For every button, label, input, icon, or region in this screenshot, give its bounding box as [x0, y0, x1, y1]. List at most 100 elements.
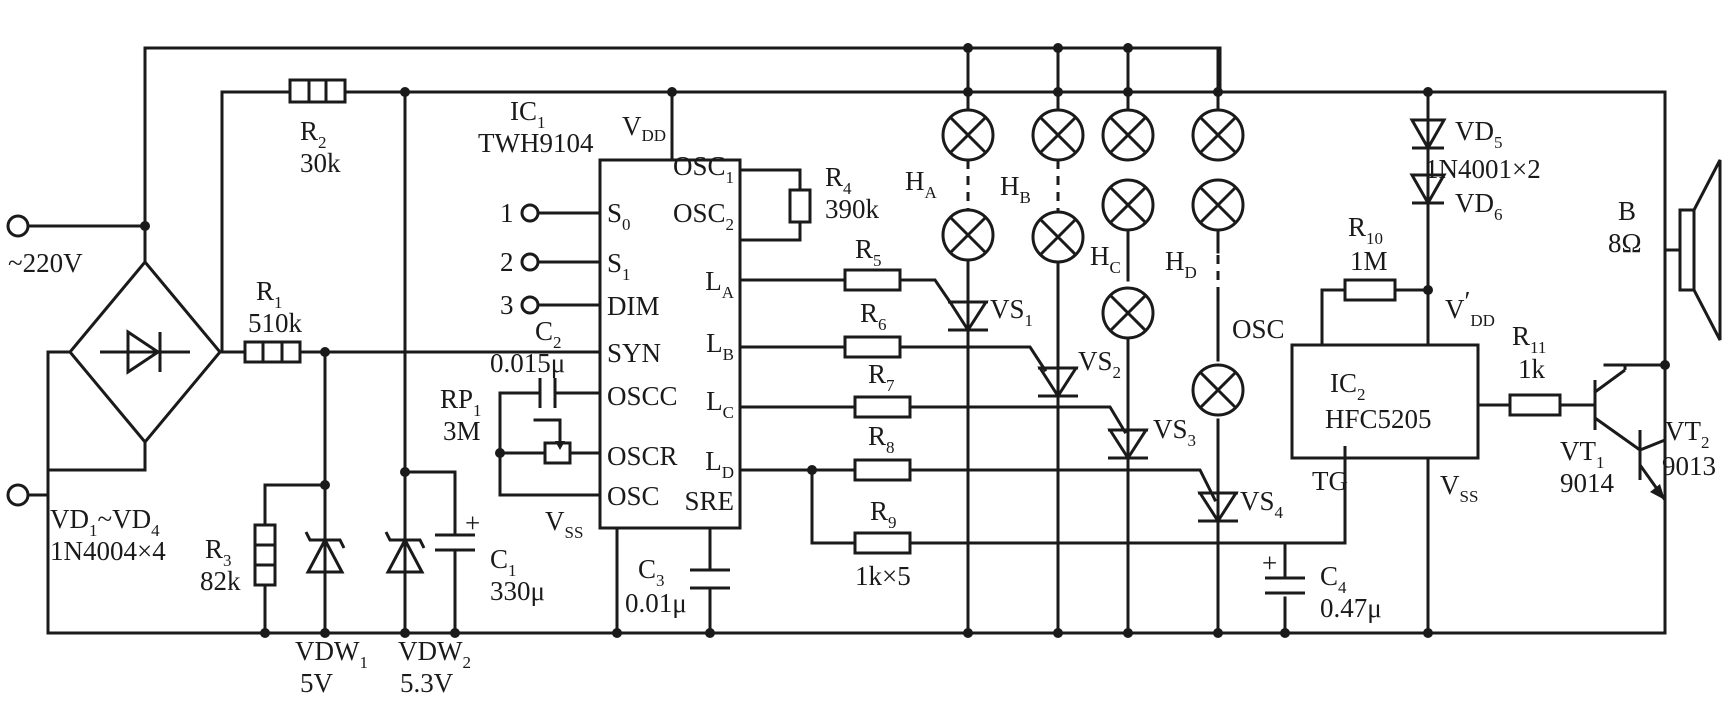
lamp-icon [1191, 363, 1245, 417]
IC1-part: TWH9104 [478, 128, 594, 158]
speaker-icon: B 8Ω [1608, 159, 1722, 341]
ic1-pin-right-6: SRE [684, 486, 734, 516]
VD5-VD6-diodes: VD5 1N4001×2 VD6 V′DD [1409, 116, 1541, 330]
VT1-transistor-icon: VT1 9014 [1560, 363, 1665, 498]
lamp-icon [941, 108, 995, 162]
svg-text:1N4001×2: 1N4001×2 [1425, 154, 1541, 184]
svg-text:9014: 9014 [1560, 468, 1615, 498]
bridge-rectifier: VD1~VD4 1N4004×4 [50, 259, 222, 566]
lamp-icon [941, 208, 995, 262]
C3-capacitor: C3 0.01μ [625, 554, 730, 618]
triacs: VS1 VS2 VS3 VS4 [947, 294, 1284, 527]
IC1-chip: IC1 TWH9104 VDD VSS S0S1DIMSYNOSCCOSCROS… [478, 96, 742, 542]
ic1-pin-left-6: OSC [607, 481, 660, 511]
svg-text:R7: R7 [868, 359, 895, 395]
svg-text:0.015μ: 0.015μ [490, 348, 565, 378]
ic1-pin-left-1: S1 [607, 248, 631, 284]
C1-capacitor: + C1 330μ [435, 508, 545, 606]
ic1-pin-left-4: OSCC [607, 381, 678, 411]
mains-terminal-top [6, 214, 30, 238]
ic1-pin-right-4: LC [706, 386, 734, 422]
lamp-icon [1101, 108, 1155, 162]
bridge-part: 1N4004×4 [50, 536, 166, 566]
ic1-pin-left-3: SYN [607, 338, 661, 368]
svg-text:VDW1: VDW1 [295, 636, 368, 672]
svg-text:VS4: VS4 [1240, 486, 1284, 522]
lamp-label-HC: HC [1090, 241, 1121, 277]
svg-text:9013: 9013 [1662, 451, 1716, 481]
R10-resistor: R10 1M [1343, 212, 1397, 302]
ic1-pin-right-1: OSC2 [673, 198, 734, 234]
svg-text:R8: R8 [868, 421, 895, 457]
input-terminal-3[interactable] [520, 295, 540, 315]
IC2-vss: VSS [1440, 470, 1478, 506]
ic1-pin-right-2: LA [705, 266, 735, 302]
lamp-icon [1031, 108, 1085, 162]
VDW2-zener: VDW2 5.3V [384, 531, 471, 698]
svg-text:5.3V: 5.3V [400, 668, 454, 698]
svg-text:0.47μ: 0.47μ [1320, 593, 1382, 623]
R4-resistor: R4 390k [788, 162, 880, 224]
svg-text:+: + [1262, 548, 1277, 578]
svg-text:0.01μ: 0.01μ [625, 588, 687, 618]
svg-text:C3: C3 [638, 554, 665, 590]
svg-text:R1: R1 [256, 276, 283, 312]
svg-text:R5: R5 [855, 234, 882, 270]
svg-text:3: 3 [500, 290, 514, 320]
triac-icon [1037, 366, 1079, 402]
R9-resistor: R9 1k×5 [853, 496, 912, 591]
input-terminals: 1 2 3 [500, 198, 540, 320]
R3-resistor: R3 82k [200, 523, 277, 596]
svg-text:R4: R4 [825, 162, 852, 198]
vdd2-label: V′DD [1445, 286, 1495, 330]
svg-text:VS1: VS1 [990, 294, 1033, 330]
svg-text:C4: C4 [1320, 561, 1347, 597]
lamp-icon [1101, 286, 1155, 340]
svg-text:390k: 390k [825, 194, 880, 224]
lamps: HA HB HC HD OSC [905, 108, 1285, 417]
RP1-potentiometer: RP1 3M [440, 384, 572, 465]
R5-resistor: R5 [843, 234, 902, 292]
mains-terminal-bottom [6, 483, 30, 507]
IC1-vss: VSS [545, 506, 583, 542]
svg-text:C1: C1 [490, 544, 517, 580]
lamp-label-HB: HB [1000, 171, 1031, 207]
C4-capacitor: + C4 0.47μ [1262, 548, 1382, 623]
R11-resistor: R11 1k [1508, 321, 1562, 417]
svg-text:VDW2: VDW2 [398, 636, 471, 672]
lamp-icon [1101, 178, 1155, 232]
input-terminal-2[interactable] [520, 252, 540, 272]
input-terminal-1[interactable] [520, 203, 540, 223]
R1-resistor: R1 510k [243, 276, 303, 364]
svg-text:82k: 82k [200, 566, 241, 596]
svg-text:8Ω: 8Ω [1608, 228, 1642, 258]
svg-text:VD6: VD6 [1455, 188, 1503, 224]
svg-text:R11: R11 [1512, 321, 1546, 357]
triac-icon [1197, 491, 1239, 527]
bridge-label: VD1~VD4 [50, 504, 160, 540]
svg-text:1k: 1k [1518, 354, 1546, 384]
IC1-name: IC1 [510, 96, 546, 132]
svg-text:B: B [1618, 196, 1636, 226]
svg-text:VT1: VT1 [1560, 436, 1605, 472]
ic1-pin-right-5: LD [705, 446, 734, 482]
svg-text:3M: 3M [443, 416, 481, 446]
mains-voltage-label: ~220V [8, 248, 83, 278]
svg-text:VD5: VD5 [1455, 116, 1503, 152]
R6-resistor: R6 [843, 298, 902, 359]
svg-text:R9: R9 [870, 496, 897, 532]
ic1-pin-right-3: LB [706, 328, 734, 364]
ic1-pin-right-0: OSC1 [673, 151, 734, 187]
lamp-icon [1191, 178, 1245, 232]
svg-text:1: 1 [500, 198, 514, 228]
lamp-icon [1031, 210, 1085, 264]
R7-resistor: R7 [853, 359, 912, 419]
VDW1-zener: VDW1 5V [295, 531, 368, 698]
svg-text:2: 2 [500, 247, 514, 277]
svg-text:5V: 5V [300, 668, 334, 698]
svg-text:R6: R6 [860, 298, 887, 334]
VT2-transistor-icon: VT2 9013 [1638, 416, 1716, 501]
IC2-name: IC2 [1330, 368, 1366, 404]
